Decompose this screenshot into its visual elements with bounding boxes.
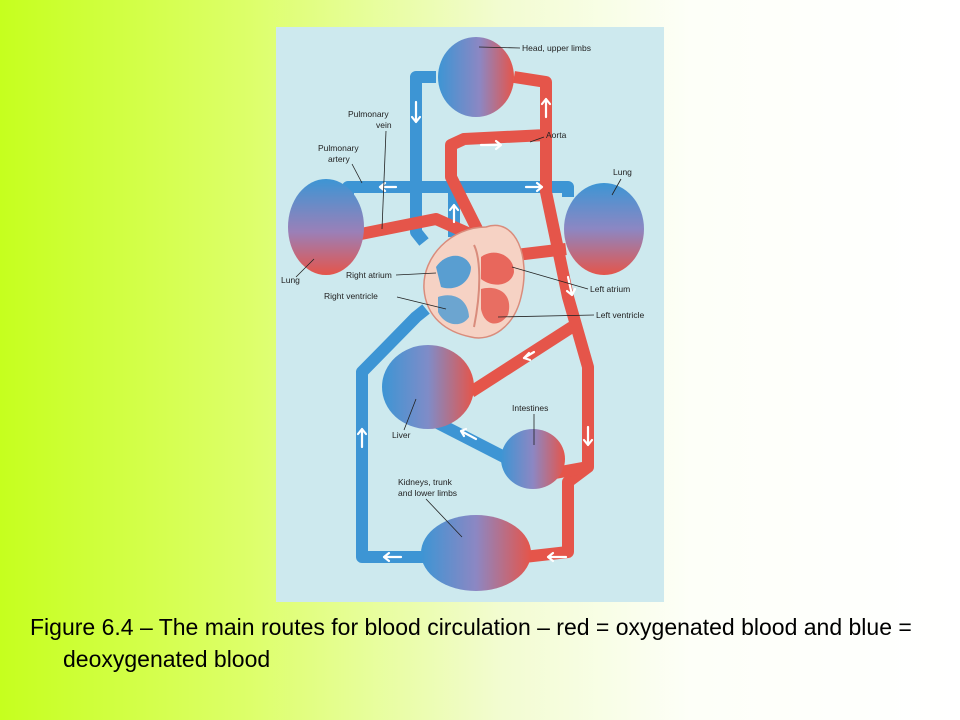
descending-aorta	[523, 135, 594, 563]
leader-aorta	[529, 136, 545, 143]
arrow-right-aorta	[479, 139, 503, 151]
intestines-organ	[501, 429, 565, 489]
flow-arrows	[356, 97, 594, 563]
heart	[423, 224, 525, 339]
leader-pulmonary-vein	[381, 130, 387, 230]
pulmonary-artery-right	[454, 181, 574, 197]
right-ventricle-chamber	[438, 295, 469, 325]
label-left-atrium: Left atrium	[590, 284, 630, 294]
label-liver: Liver	[392, 430, 411, 440]
lung-right-organ	[564, 183, 644, 275]
leader-kidneys	[425, 498, 463, 538]
head-organ	[438, 37, 514, 117]
leader-lung-right-side	[611, 178, 622, 196]
label-pulmonary-artery-2: artery	[328, 154, 350, 164]
circulation-diagram: Head, upper limbs Pulmonary vein Aorta P…	[276, 27, 664, 602]
labels: Head, upper limbs Pulmonary vein Aorta P…	[281, 43, 644, 538]
arrow-down-aorta-2	[582, 425, 594, 447]
label-head: Head, upper limbs	[522, 43, 591, 53]
circulation-svg: Head, upper limbs Pulmonary vein Aorta P…	[281, 37, 644, 591]
label-kidneys-2: and lower limbs	[398, 488, 457, 498]
label-pulmonary-artery-1: Pulmonary	[318, 143, 359, 153]
leader-head	[478, 46, 521, 49]
arrow-left-aorta-low	[546, 551, 568, 563]
leader-left-ventricle	[497, 314, 595, 318]
label-pulmonary-vein-1: Pulmonary	[348, 109, 389, 119]
label-intestines: Intestines	[512, 403, 548, 413]
right-atrium-chamber	[436, 255, 471, 289]
arrow-left-kidneys	[382, 551, 403, 563]
arrow-liver-artery	[522, 350, 536, 362]
label-kidneys-1: Kidneys, trunk	[398, 477, 453, 487]
leader-liver	[403, 398, 417, 431]
arrow-up-head	[540, 97, 552, 119]
pulmonary-vein-right	[515, 243, 567, 261]
figure-caption: Figure 6.4 – The main routes for blood c…	[30, 614, 912, 672]
organs	[288, 37, 644, 591]
leader-left-atrium	[511, 266, 589, 290]
kidneys-organ	[421, 515, 531, 591]
label-lung-right-side: Lung	[613, 167, 632, 177]
label-aorta: Aorta	[546, 130, 567, 140]
arrow-up-pulmonary	[448, 203, 460, 224]
label-left-ventricle: Left ventricle	[596, 310, 644, 320]
inferior-vena-cava	[356, 304, 430, 563]
arrow-up-ivc	[356, 427, 368, 449]
left-ventricle-chamber	[481, 287, 510, 324]
superior-vena-cava	[410, 71, 436, 246]
heart-outline	[423, 224, 525, 339]
label-pulmonary-vein-2: vein	[376, 120, 392, 130]
leader-lung-left-side	[295, 258, 315, 278]
label-right-atrium: Right atrium	[346, 270, 392, 280]
leader-pulmonary-artery	[351, 163, 363, 184]
lung-left-organ	[288, 179, 364, 275]
arrow-down-aorta-1	[565, 275, 577, 297]
label-right-ventricle: Right ventricle	[324, 291, 378, 301]
arrow-portal	[459, 427, 478, 441]
aorta-arch	[445, 71, 552, 240]
leader-right-atrium	[395, 272, 437, 276]
label-lung-left-side: Lung	[281, 275, 300, 285]
heart-septum	[473, 244, 481, 328]
arrow-down-svc	[410, 100, 422, 124]
left-atrium-chamber	[481, 252, 514, 285]
arrow-right-pulmonary	[524, 181, 544, 193]
hepatic-artery	[467, 321, 576, 398]
leader-right-ventricle	[396, 296, 447, 310]
liver-organ	[382, 345, 474, 429]
